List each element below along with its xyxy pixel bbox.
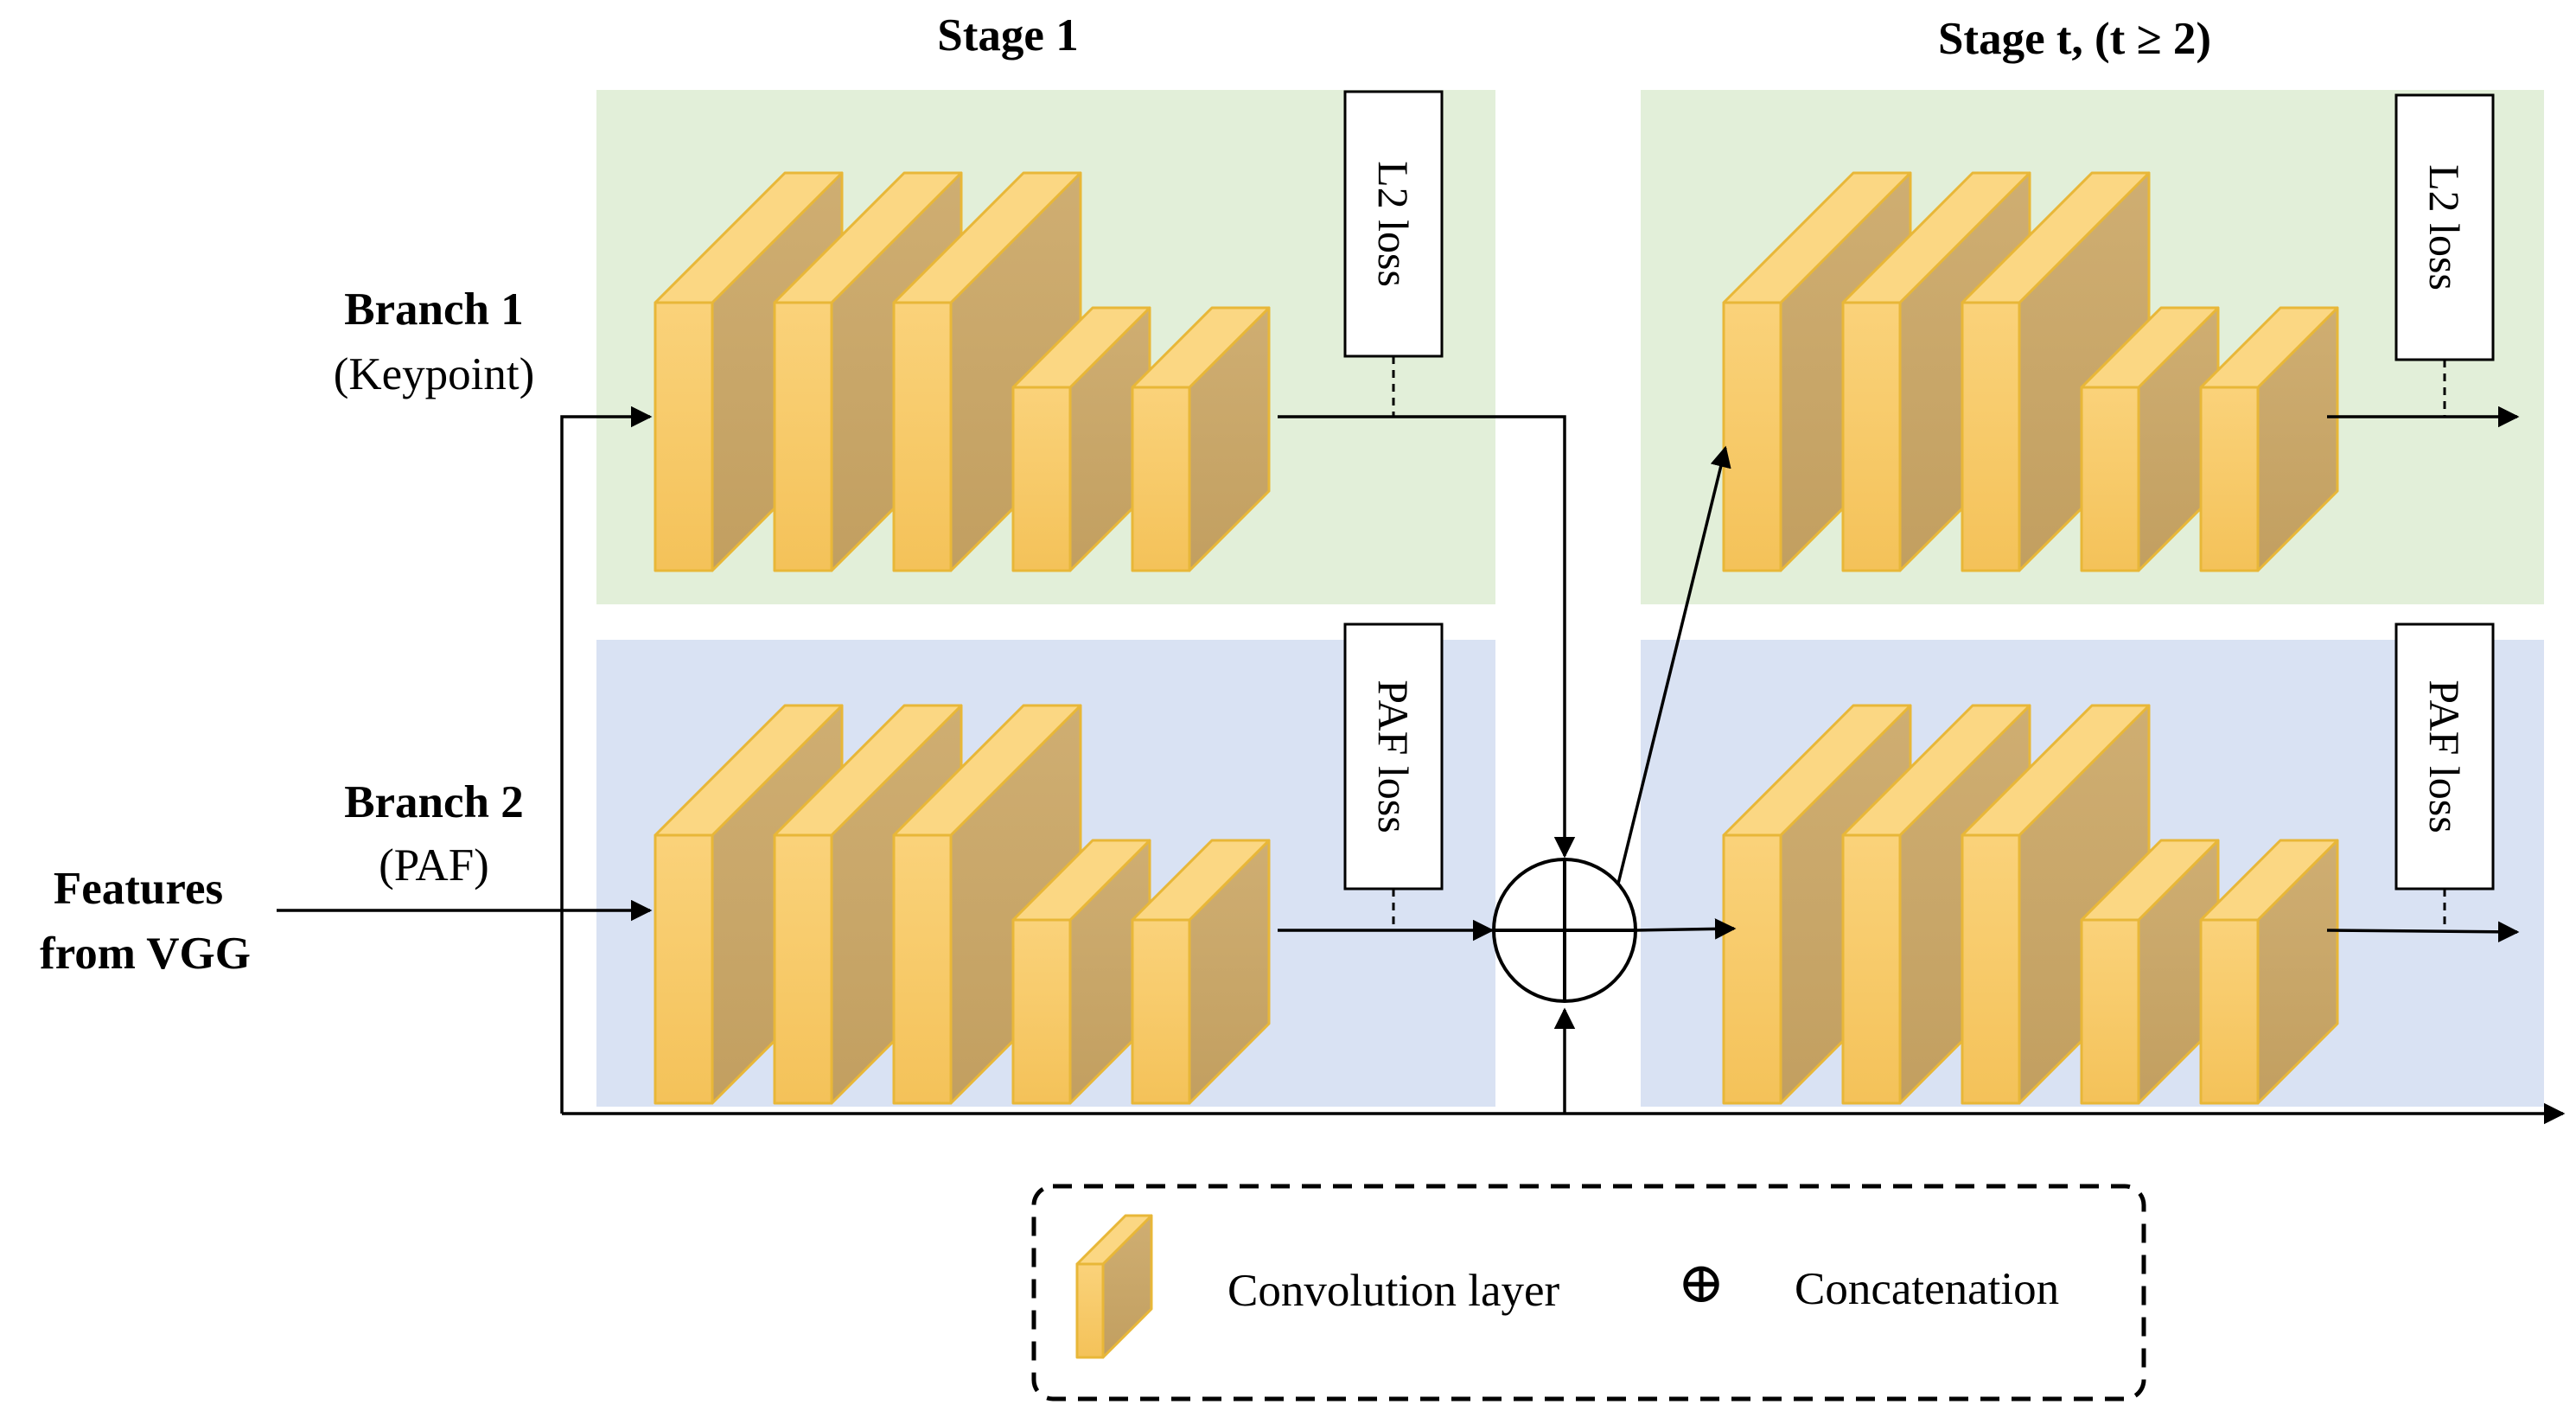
stage1-keypoint-output-arrow <box>1278 415 1576 859</box>
stage1-paf-loss-label: PAF loss <box>1369 680 1418 833</box>
branch1-title: Branch 1 <box>344 284 524 335</box>
stage1-paf-layer-4 <box>1011 839 1151 1105</box>
stage1-keypoint-layer-5 <box>1131 306 1271 572</box>
concat-to-keypoint-arrow <box>1616 445 1731 884</box>
stage-t-title: Stage t, (t ≥ 2) <box>1938 14 2211 64</box>
stage-t-paf-layer-3 <box>1961 704 2151 1105</box>
input-features-label: Features <box>54 864 223 914</box>
stage1-paf-layer-5 <box>1131 839 1271 1105</box>
stage1-keypoint-layer-4 <box>1011 306 1151 572</box>
concatenation-node <box>1492 858 1637 1003</box>
stage-t-keypoint-layer-5 <box>2199 306 2339 572</box>
branch1-subtitle: (Keypoint) <box>334 349 535 399</box>
concat-to-paf-arrow <box>1635 918 1737 940</box>
input-vgg-label: from VGG <box>40 929 251 979</box>
branch2-subtitle: (PAF) <box>379 840 489 891</box>
legend-conv-layer-icon <box>1075 1214 1153 1359</box>
legend-conv-block <box>1075 1214 1153 1359</box>
stage-t-l2-loss-box: L2 loss <box>2394 93 2495 361</box>
stage1-title: Stage 1 <box>937 10 1078 61</box>
stage-t-paf-conv-layers <box>1722 704 2339 1105</box>
stage-t-keypoint-conv-layers <box>1722 171 2339 572</box>
branch1-input-arrow <box>560 405 653 1114</box>
legend-concat-label: Concatenation <box>1795 1264 2059 1314</box>
stage-t-keypoint-layer-4 <box>2080 306 2220 572</box>
stage1-paf-conv-layers <box>654 704 1271 1105</box>
stage-t-l2-loss-label: L2 loss <box>2420 164 2469 290</box>
stage1-l2-loss-box: L2 loss <box>1343 90 1444 358</box>
stage1-paf-loss-box: PAF loss <box>1343 622 1444 891</box>
stage1-keypoint-conv-layers <box>654 171 1271 572</box>
legend-border <box>1031 1184 2146 1401</box>
stage-t-paf-loss-box: PAF loss <box>2394 622 2495 891</box>
stage-t-paf-layer-5 <box>2199 839 2339 1105</box>
stage1-l2-loss-label: L2 loss <box>1369 161 1418 287</box>
legend: Convolution layer ⊕ Concatenation <box>1031 1184 2146 1401</box>
stage-t-paf-loss-label: PAF loss <box>2420 680 2469 833</box>
legend-concat-icon: ⊕ <box>1677 1252 1725 1315</box>
legend-conv-label: Convolution layer <box>1227 1266 1560 1316</box>
stage-t-paf-output-arrow <box>2326 921 2520 943</box>
stage-t-paf-layer-4 <box>2080 839 2220 1105</box>
branch2-title: Branch 2 <box>344 777 524 827</box>
